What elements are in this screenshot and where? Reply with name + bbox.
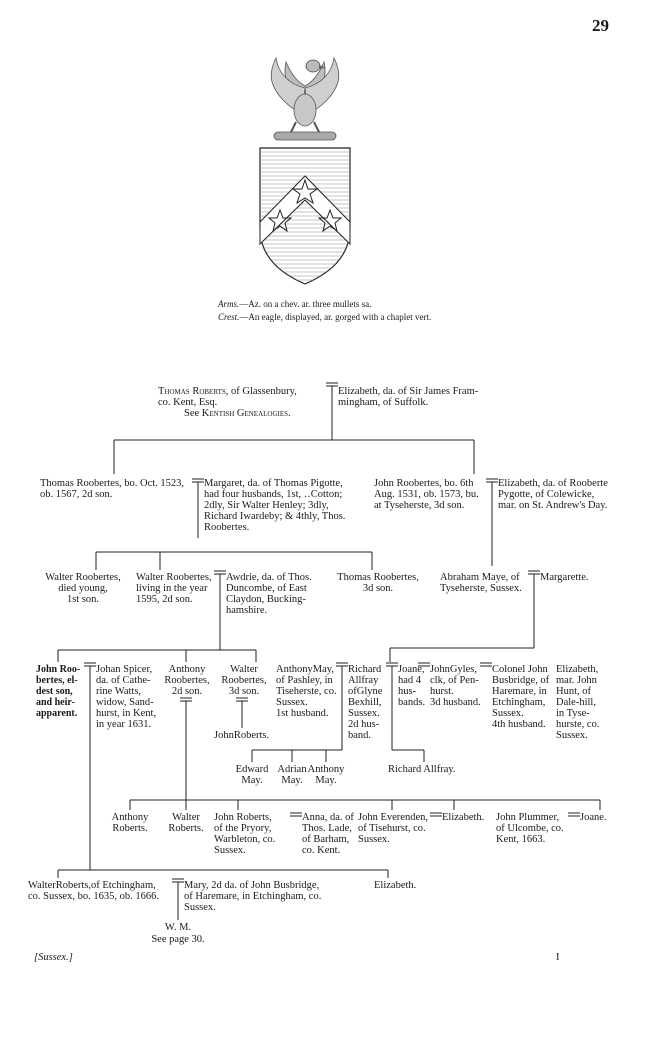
anthony-roberts: Anthony Roberts. — [102, 812, 158, 834]
john-roobertes-1531: John Roobertes, bo. 6th Aug. 1531, ob. 1… — [374, 478, 479, 511]
thomas-roberts-see-reference: See Kentish Genealogies. — [184, 408, 291, 419]
see-page-30: See page 30. — [140, 934, 216, 945]
county-footer: [Sussex.] — [34, 952, 73, 963]
mary-busbridge: Mary, 2d da. of John Busbridge, of Harem… — [184, 880, 321, 913]
awdrie-duncombe: Awdrie, da. of Thos. Duncombe, of East C… — [226, 572, 312, 616]
richard-allfray-glyne: Richard Allfray ofGlyne Bexhill, Sussex.… — [348, 664, 382, 741]
john-roberts-pryory: John Roberts, of the Pryory, Warbleton, … — [214, 812, 275, 856]
thomas-roberts-glassenbury: Thomas Roberts, of Glassenbury, — [158, 386, 297, 397]
margaret-pigotte: Margaret, da. of Thomas Pigotte, had fou… — [204, 478, 345, 533]
johan-spicer: Johan Spicer, da. of Cathe- rine Watts, … — [96, 664, 156, 730]
walter-roobertes-1595: Walter Roobertes, living in the year 159… — [136, 572, 212, 605]
walter-roberts: Walter Roberts. — [160, 812, 212, 834]
thomas-roobertes-1523: Thomas Roobertes, bo. Oct. 1523, ob. 156… — [40, 478, 184, 500]
thomas-roberts-line2: co. Kent, Esq. — [158, 397, 217, 408]
joane-plummer: Joane. — [580, 812, 607, 823]
margarette: Margarette. — [540, 572, 589, 583]
wm-initials: W. M. — [152, 922, 204, 933]
abraham-maye: Abraham Maye, of Tyseherste, Sussex. — [440, 572, 522, 594]
colonel-john-busbridge: Colonel John Busbridge, of Haremare, in … — [492, 664, 549, 730]
elizabeth-gen6: Elizabeth. — [374, 880, 416, 891]
john-everenden: John Everenden, of Tisehurst, co. Sussex… — [358, 812, 428, 845]
elizabeth-pygotte: Elizabeth, da. of Rooberte Pygotte, of C… — [498, 478, 608, 511]
john-roberts: JohnRoberts. — [214, 730, 269, 741]
walter-roobertes-3d-son: Walter Roobertes, 3d son. — [216, 664, 272, 697]
thomas-roobertes-3d-son: Thomas Roobertes, 3d son. — [330, 572, 426, 594]
joane-four-husbands: Joane, had 4 hus- bands. — [398, 664, 425, 708]
richard-allfray: Richard Allfray. — [388, 764, 456, 775]
elizabeth-hunt: Elizabeth, mar. John Hunt, of Dale-hill,… — [556, 664, 599, 741]
anthony-roobertes: Anthony Roobertes, 2d son. — [160, 664, 214, 697]
signature-mark: I — [556, 952, 560, 963]
walter-roobertes-died-young: Walter Roobertes, died young, 1st son. — [38, 572, 128, 605]
john-plummer: John Plummer, of Ulcombe, co. Kent, 1663… — [496, 812, 564, 845]
walter-roberts-etchingham: WalterRoberts,of Etchingham, co. Sussex,… — [28, 880, 159, 902]
anthony-may-pashley: AnthonyMay, of Pashley, in Tiseherste, c… — [276, 664, 337, 719]
anna-lade: Anna, da. of Thos. Lade, of Barham, co. … — [302, 812, 354, 856]
john-gyles: JohnGyles, clk, of Pen- hurst. 3d husban… — [430, 664, 481, 708]
anthony-may: Anthony May. — [300, 764, 352, 786]
john-roobertes-heir: John Roo- bertes, el- dest son, and heir… — [36, 664, 80, 719]
elizabeth-framingham: Elizabeth, da. of Sir James Fram- mingha… — [338, 386, 478, 408]
elizabeth-everenden: Elizabeth. — [442, 812, 484, 823]
